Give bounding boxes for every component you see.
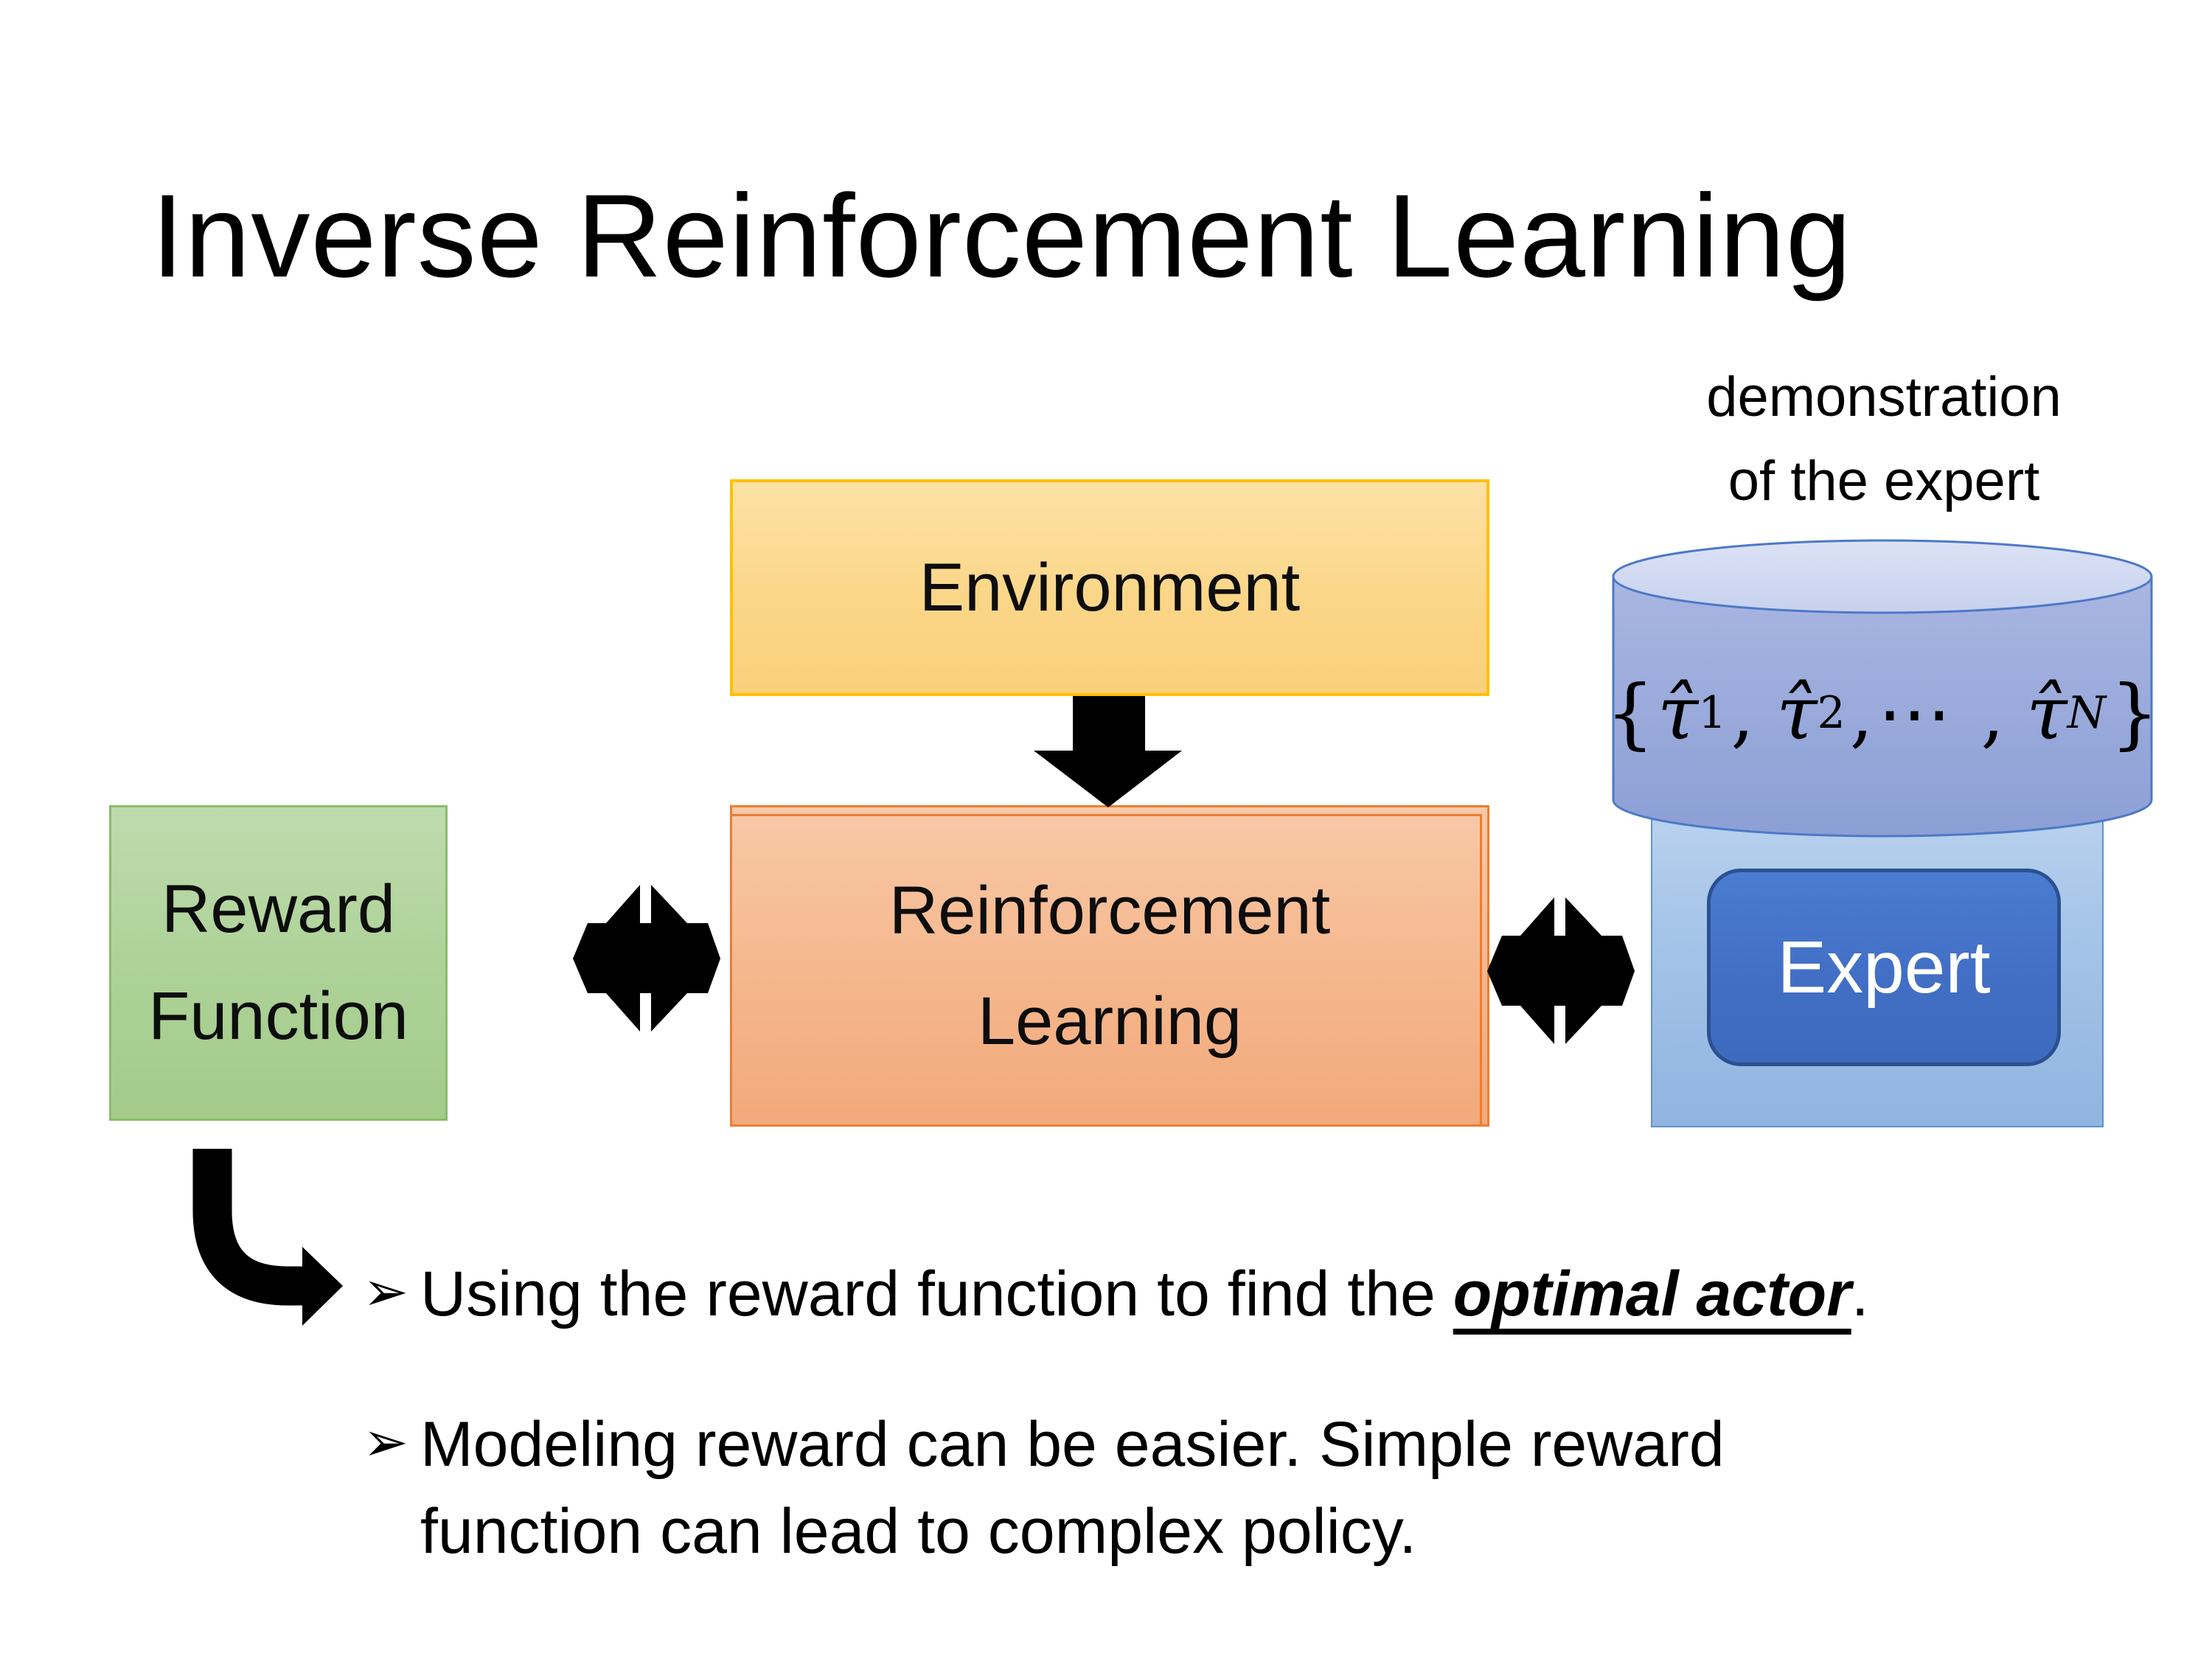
- bullet-1-prefix: Using the reward function to find the: [420, 1259, 1453, 1329]
- optimal-actor-emphasis: optimal actor: [1453, 1259, 1851, 1329]
- bullet-arrowhead-icon: ➢: [363, 1261, 409, 1322]
- tau-hat-2: τ̂: [1776, 669, 1818, 757]
- tau-hat-1: τ̂: [1657, 669, 1699, 757]
- bullet-arrowhead-icon: ➢: [363, 1411, 409, 1472]
- environment-label: Environment: [919, 549, 1301, 625]
- demonstration-database-cylinder-icon: [1612, 539, 2153, 838]
- reinforcement-learning-box: Reinforcement Learning: [730, 805, 1489, 1127]
- bullet-item-optimal-actor: ➢ Using the reward function to find the …: [363, 1251, 2147, 1338]
- bullet-1-suffix: .: [1851, 1259, 1869, 1329]
- env-to-rl-down-arrow-icon: [1034, 696, 1182, 807]
- comma-2: ,: [1849, 669, 1874, 757]
- reward-function-label-line2: Function: [148, 978, 408, 1054]
- bullet-text: Modeling reward can be easier. Simple re…: [420, 1409, 1725, 1567]
- page-title: Inverse Reinforcement Learning: [151, 170, 1852, 302]
- bullet-text: Using the reward function to find the op…: [420, 1251, 2147, 1338]
- tau-hat-n: τ̂: [2026, 669, 2067, 757]
- expert-box: Expert: [1707, 869, 2061, 1066]
- environment-box: Environment: [730, 479, 1489, 696]
- demonstration-label-line1: demonstration: [1706, 366, 2062, 428]
- set-close-brace: }: [2110, 668, 2160, 758]
- trajectory-set-label: {τ̂1,τ̂2,⋯,τ̂N}: [1605, 668, 2160, 758]
- reward-to-bullets-bent-arrow-icon: [192, 1149, 343, 1326]
- set-open-brace: {: [1605, 668, 1655, 758]
- demonstration-label-line2: of the expert: [1728, 450, 2040, 512]
- reinforcement-learning-label-line1: Reinforcement: [888, 873, 1331, 948]
- bullet-item-modeling-reward: ➢ Modeling reward can be easier. Simple …: [363, 1401, 1926, 1575]
- expert-label: Expert: [1777, 925, 1991, 1009]
- reinforcement-learning-label-line2: Learning: [977, 984, 1242, 1059]
- reward-rl-double-arrow-icon: [573, 885, 720, 1032]
- ellipsis-dots: ⋯: [1877, 669, 1959, 757]
- reward-function-label-line1: Reward: [161, 872, 395, 947]
- comma-1: ,: [1731, 669, 1755, 757]
- reward-function-box: Reward Function: [109, 805, 448, 1121]
- demonstration-label: demonstration of the expert: [1600, 355, 2168, 524]
- rl-expert-double-arrow-icon: [1487, 897, 1635, 1044]
- comma-3: ,: [1980, 669, 2005, 757]
